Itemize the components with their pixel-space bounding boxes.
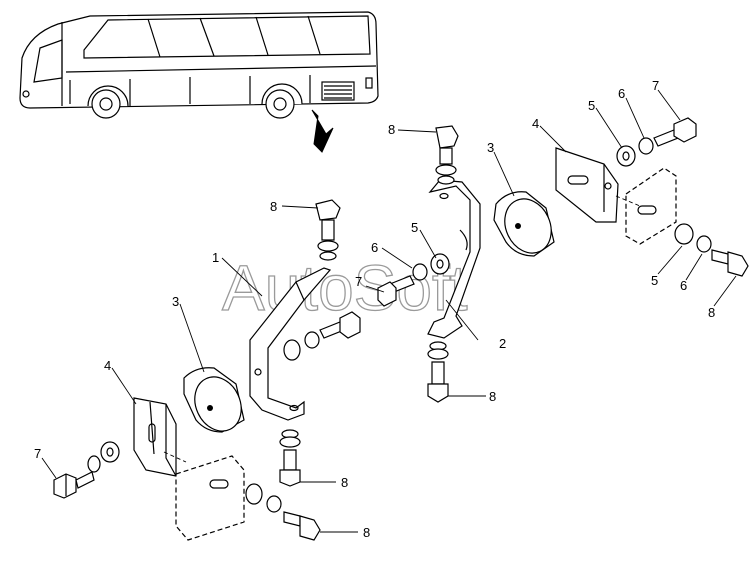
callout-lockwasher-right: 6 [680, 278, 687, 293]
callout-plate-left: 4 [104, 358, 111, 373]
bolt-lower-center [279, 429, 301, 487]
plate-right-dashed [615, 167, 677, 245]
plate-left-dashed [175, 455, 245, 541]
callout-washer-right: 5 [651, 273, 658, 288]
callout-lockwasher-upper-a: 6 [371, 240, 378, 255]
callout-bolt-right: 8 [708, 305, 715, 320]
bolt-top-center [435, 125, 459, 185]
callout-bracket-left: 1 [212, 250, 219, 265]
callout-bolt-left: 7 [34, 446, 41, 461]
plate-right-group [555, 147, 619, 223]
callout-bracket-right: 2 [499, 336, 506, 351]
callout-bolt-top-right: 7 [652, 78, 659, 93]
callout-lockwasher-upper-b: 6 [618, 86, 625, 101]
bolt-center-left [283, 311, 361, 361]
location-arrow [311, 109, 334, 153]
cushion-left [183, 367, 245, 433]
callout-washer-upper-b: 5 [588, 98, 595, 113]
bolt-lower-right [427, 341, 449, 403]
callout-bolt-lower-left: 8 [363, 525, 370, 540]
plate-left-group [133, 397, 187, 477]
callout-cushion-right: 3 [487, 140, 494, 155]
callout-bolt-top-center: 8 [388, 122, 395, 137]
washers-center [377, 253, 450, 307]
leader-lines [41, 89, 737, 533]
callout-bolt-top-left: 8 [270, 199, 277, 214]
callout-cushion-left: 3 [172, 294, 179, 309]
callout-bolt-lower-center: 8 [341, 475, 348, 490]
bracket-left [249, 267, 332, 421]
bolt-right [674, 223, 749, 277]
callout-plate-right: 4 [532, 116, 539, 131]
callout-washer-upper-a: 5 [411, 220, 418, 235]
bus-illustration [19, 11, 379, 119]
bracket-right [427, 179, 481, 339]
watermark-text: AutoSoft [222, 252, 468, 324]
bolt-top-right [616, 117, 697, 167]
bolt-left [53, 441, 120, 499]
cushion-right [493, 191, 555, 257]
bolt-lower-left [245, 483, 321, 541]
bolt-top-left [315, 199, 341, 261]
callout-bolt-bottom: 8 [489, 389, 496, 404]
callout-bolt-center: 7 [355, 274, 362, 289]
